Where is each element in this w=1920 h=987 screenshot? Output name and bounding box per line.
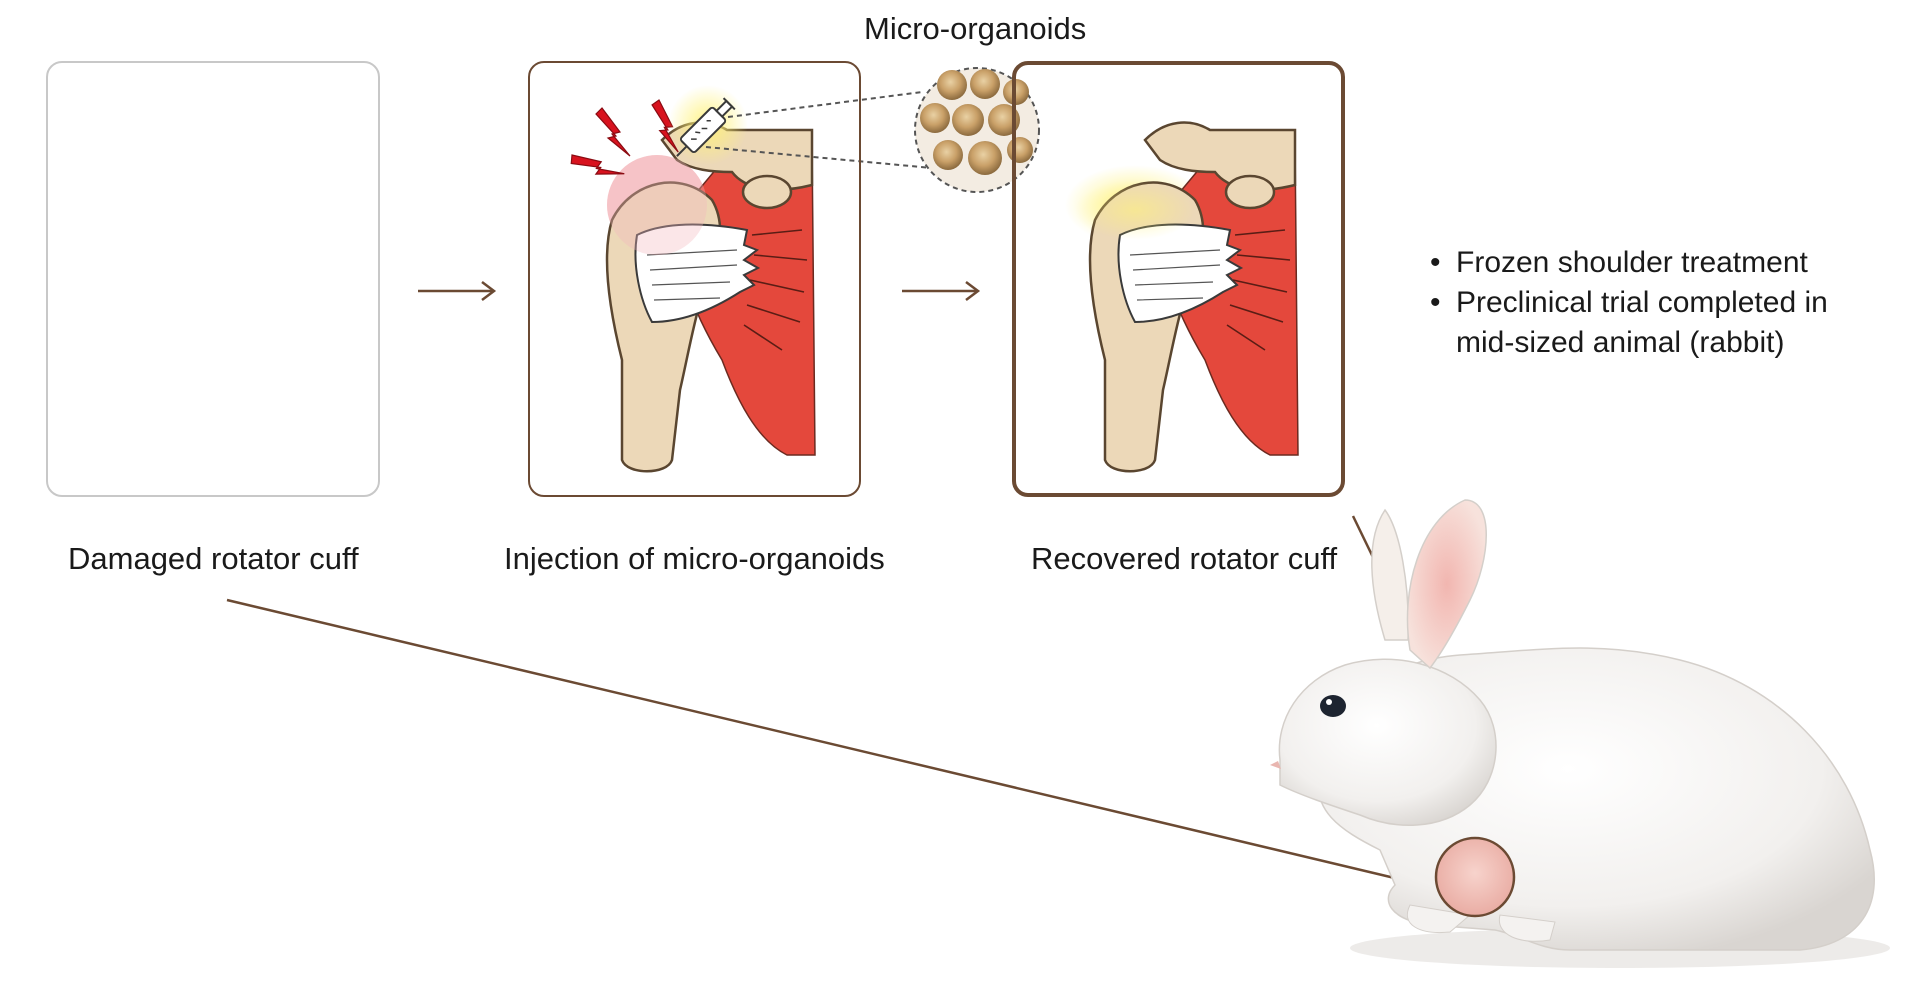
feature-item: Preclinical trial completed in mid-sized…	[1430, 283, 1886, 363]
panel-injection	[528, 61, 861, 497]
feature-item: Frozen shoulder treatment	[1430, 243, 1886, 283]
zoom-line-bottom	[705, 146, 933, 169]
panel-damaged	[46, 61, 380, 497]
caption-injection: Injection of micro-organoids	[504, 541, 885, 576]
rabbit-illustration	[1270, 499, 1890, 968]
feature-list: Frozen shoulder treatment Preclinical tr…	[1430, 243, 1886, 363]
zoom-line-top	[727, 91, 923, 118]
arrow-1	[418, 281, 497, 301]
panel-recovered	[1012, 61, 1345, 497]
rabbit-shoulder-zoom	[1434, 836, 1516, 918]
caption-recovered: Recovered rotator cuff	[1031, 541, 1338, 576]
shoulder-injection-illustration	[566, 85, 817, 473]
connector-line-left	[226, 598, 1446, 892]
shoulder-recovered-illustration	[1065, 121, 1300, 473]
micro-organoids-label: Micro-organoids	[864, 11, 1087, 46]
caption-damaged: Damaged rotator cuff	[68, 541, 359, 576]
syringe-icon	[676, 97, 736, 157]
arrow-2	[902, 281, 981, 301]
organoid-zoom-circle	[914, 67, 1040, 193]
